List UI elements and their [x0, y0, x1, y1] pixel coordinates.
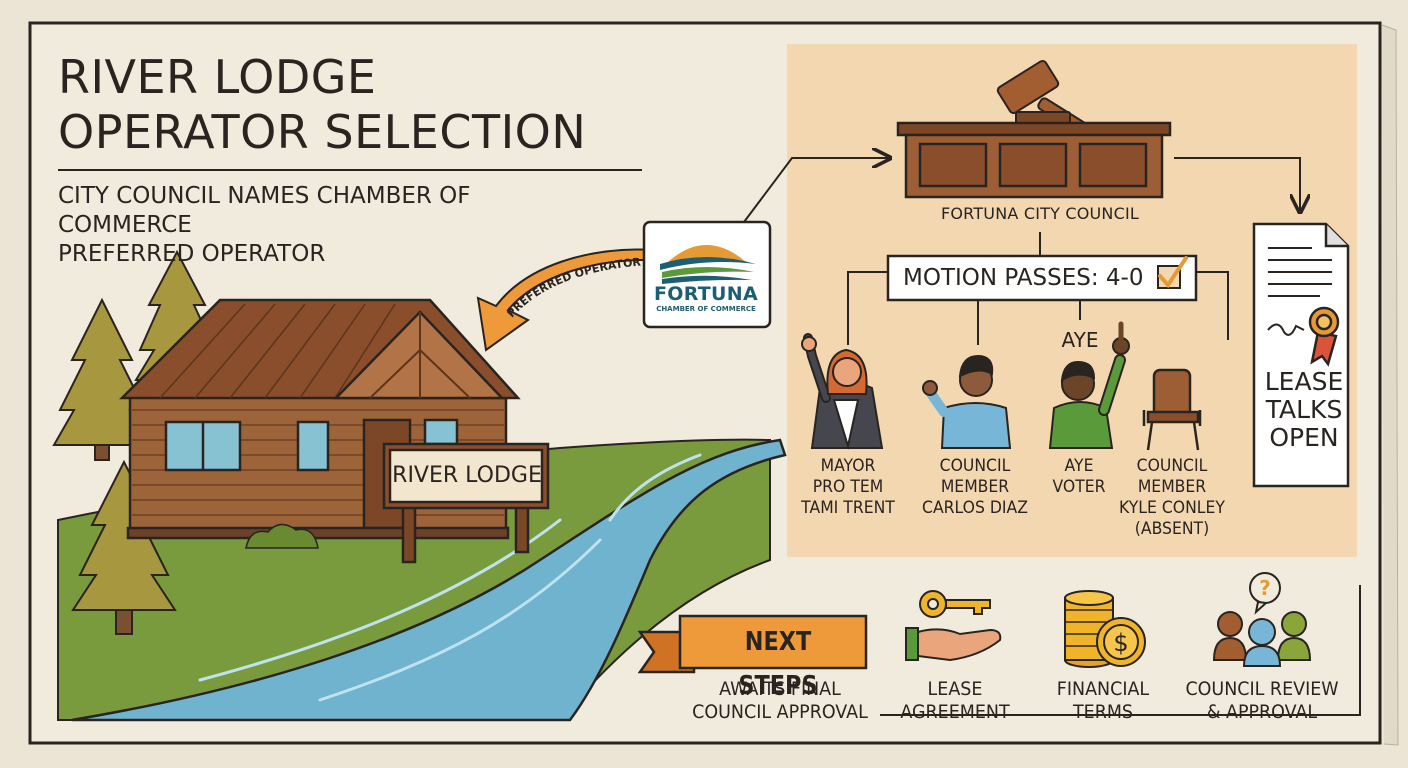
member-caption: COUNCIL MEMBER CARLOS DIAZ — [917, 456, 1033, 519]
step-line: TERMS — [1072, 701, 1134, 723]
chamber-logo — [642, 220, 772, 329]
member-line: KYLE CONLEY — [1119, 498, 1225, 518]
member-caption: COUNCIL MEMBER KYLE CONLEY (ABSENT) — [1113, 456, 1231, 540]
member-line: VOTER — [1052, 477, 1106, 497]
step-caption: LEASE AGREEMENT — [895, 678, 1015, 724]
chamber-name: FORTUNA — [653, 283, 758, 305]
lodge-sign — [382, 442, 550, 564]
title-line-1: RIVER LODGE — [58, 50, 377, 104]
member-line: (ABSENT) — [1134, 519, 1210, 539]
title-line-2: OPERATOR SELECTION — [58, 105, 587, 159]
aye-voter-raising-hand-icon — [1048, 321, 1130, 449]
step-line: & APPROVAL — [1206, 701, 1318, 723]
lease-line: LEASE — [1264, 367, 1344, 396]
member-line: PRO TEM — [812, 477, 884, 497]
next-steps-label: NEXT STEPS — [738, 627, 818, 701]
step-caption: FINANCIAL TERMS — [1045, 678, 1161, 724]
subtitle-line-1: CITY COUNCIL NAMES CHAMBER OF COMMERCE — [58, 183, 471, 238]
member-line: TAMI TRENT — [801, 498, 895, 518]
motion-box — [886, 254, 1198, 302]
step-line: COUNCIL REVIEW — [1185, 678, 1339, 700]
member-caption: AYE VOTER — [1047, 456, 1111, 498]
river — [71, 438, 787, 722]
lease-document-icon — [1252, 222, 1350, 488]
member-line: MEMBER — [940, 477, 1010, 497]
lease-status: LEASE TALKS OPEN — [1254, 368, 1354, 452]
coins-icon: $ — [1064, 590, 1146, 668]
bush — [245, 523, 319, 549]
svg-text:?: ? — [1259, 576, 1271, 600]
member-caption: MAYOR PRO TEM TAMI TRENT — [795, 456, 902, 519]
next-steps-banner — [637, 614, 868, 674]
mayor-raising-hand-icon — [801, 333, 884, 450]
steps-bracket — [880, 585, 1361, 716]
people-question-icon: ? — [1212, 572, 1312, 667]
step-line: AWAITS FINAL — [719, 678, 841, 700]
council-desk — [896, 121, 1172, 199]
member-line: MAYOR — [820, 456, 876, 476]
paper-edge — [1381, 24, 1399, 746]
chamber-subtitle: CHAMBER OF COMMERCE — [656, 305, 756, 313]
member-line: MEMBER — [1137, 477, 1207, 497]
member-line: COUNCIL — [1136, 456, 1208, 476]
step-line: LEASE — [927, 678, 983, 700]
lodge-building — [118, 298, 521, 540]
key-in-hand-icon — [905, 590, 1002, 662]
aye-vote-label: AYE — [1061, 328, 1099, 352]
step-line: AGREEMENT — [900, 701, 1010, 723]
step-line: FINANCIAL — [1056, 678, 1150, 700]
page-subtitle: CITY COUNCIL NAMES CHAMBER OF COMMERCE PR… — [58, 182, 578, 269]
council-name: FORTUNA CITY COUNCIL — [940, 204, 1139, 223]
council-member-thumbs-up-icon — [922, 354, 1012, 449]
empty-chair-icon — [1142, 368, 1202, 451]
step-caption: COUNCIL REVIEW & APPROVAL — [1179, 678, 1345, 724]
lease-line: TALKS — [1265, 395, 1343, 424]
connector-council-lease — [1174, 157, 1300, 210]
motion-result: MOTION PASSES: 4-0 — [903, 265, 1144, 291]
lodge-sign-label: RIVER LODGE — [392, 463, 542, 488]
step-line: COUNCIL APPROVAL — [692, 701, 868, 723]
step-caption: AWAITS FINAL COUNCIL APPROVAL — [692, 678, 869, 724]
subtitle-line-2: PREFERRED OPERATOR — [58, 241, 326, 267]
member-line: AYE — [1064, 456, 1094, 476]
member-line: COUNCIL — [939, 456, 1011, 476]
lease-line: OPEN — [1269, 423, 1339, 452]
checkbox-checked-icon — [1157, 256, 1188, 289]
pine-tree-icon — [52, 297, 152, 461]
svg-text:$: $ — [1113, 629, 1128, 657]
connector-logo-council — [743, 158, 888, 223]
preferred-operator-arrow — [476, 248, 659, 352]
member-line: CARLOS DIAZ — [922, 498, 1028, 518]
